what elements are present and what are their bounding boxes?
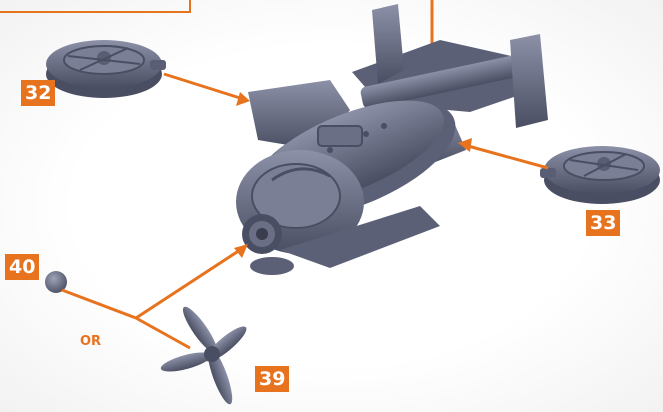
propeller-icon	[159, 303, 250, 407]
or-label: OR	[80, 334, 101, 349]
callout-39: 39	[255, 366, 289, 392]
previous-step-frame	[0, 0, 190, 12]
rotor-disc-icon-right	[540, 146, 660, 204]
rotor-disc-icon-left	[46, 40, 166, 98]
arrow-33-to-wing	[468, 146, 548, 168]
callout-40: 40	[5, 254, 39, 280]
arrowhead-32	[236, 92, 250, 106]
line-39-to-junction	[136, 318, 190, 348]
line-40-to-junction	[62, 290, 136, 318]
gunship-body-icon	[233, 4, 548, 275]
arrow-32-to-wing	[164, 74, 240, 98]
callout-32: 32	[21, 80, 55, 106]
callout-33: 33	[586, 210, 620, 236]
